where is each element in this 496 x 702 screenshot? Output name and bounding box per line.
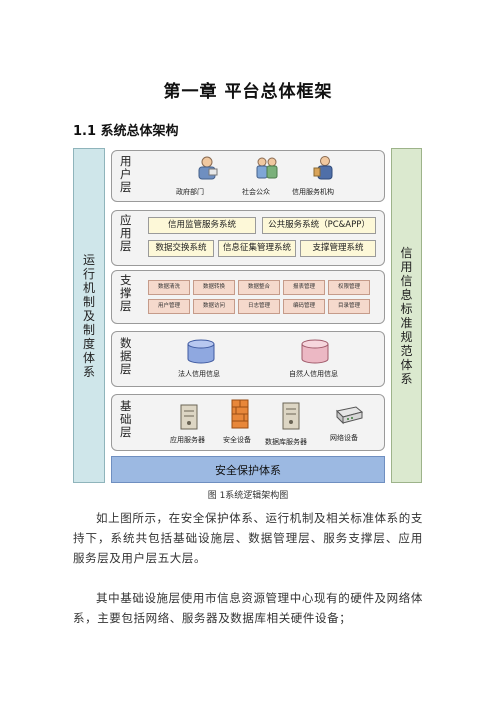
security-system-bar: 安全保护体系 [111,456,385,483]
support-item: 目录管理 [328,299,370,314]
figure-caption: 图 1系统逻辑架构图 [207,491,289,501]
app-server-icon [180,404,198,430]
standards-column: 信用信息标准规范体系 [391,148,422,483]
user-item: 社会公众 [242,188,270,196]
standards-label: 信用信息标准规范体系 [400,245,413,386]
support-item: 日志管理 [238,299,280,314]
support-item: 编码管理 [283,299,325,314]
data-exchange-system: 数据交换系统 [148,240,214,257]
user-layer-label: 用户层 [120,154,132,194]
data-item: 自然人信用信息 [289,370,338,378]
data-item: 法人信用信息 [178,370,220,378]
database-icon [301,339,329,364]
section-title: 1.1 系统总体架构 [73,124,179,139]
info-collection-system: 信息征集管理系统 [218,240,296,257]
infrastructure-layer: 基础层 应用服务器 安全 [111,394,385,451]
support-layer: 支撑层 数据清洗 数据转换 数据整合 报表管理 权限管理 用户管理 数据访问 日… [111,270,385,324]
db-server-icon [282,402,300,430]
application-layer: 应用层 信用监管服务系统 公共服务系统（PC&APP） 数据交换系统 信息征集管… [111,210,385,266]
firewall-icon [231,399,249,429]
support-item: 权限管理 [328,280,370,295]
support-item: 用户管理 [148,299,190,314]
infra-item: 应用服务器 [170,436,205,444]
public-icon [256,157,278,179]
infra-item: 网络设备 [330,434,358,442]
paragraph: 其中基础设施层使用市信息资源管理中心现有的硬件及网络体系，主要包括网络、服务器及… [73,591,423,625]
support-management-system: 支撑管理系统 [300,240,376,257]
database-icon [187,339,215,364]
infra-item: 安全设备 [223,436,251,444]
support-item: 数据整合 [238,280,280,295]
support-layer-label: 支撑层 [120,273,132,313]
support-item: 报表管理 [283,280,325,295]
credit-agency-icon [313,156,333,180]
public-service-system: 公共服务系统（PC&APP） [262,217,376,234]
support-item: 数据转换 [193,280,235,295]
government-icon [198,156,218,180]
support-item: 数据清洗 [148,280,190,295]
infrastructure-layer-label: 基础层 [120,399,132,439]
network-device-icon [335,406,364,425]
infra-item: 数据库服务器 [265,438,307,446]
credit-supervision-system: 信用监管服务系统 [148,217,256,234]
architecture-diagram: 运行机制及制度体系 信用信息标准规范体系 用户层 政府部门 社会公众 信用服务机… [73,148,422,483]
application-layer-label: 应用层 [120,213,132,253]
data-layer-label: 数据层 [120,336,132,376]
operation-mechanism-column: 运行机制及制度体系 [73,148,105,483]
user-item: 政府部门 [176,188,204,196]
operation-mechanism-label: 运行机制及制度体系 [82,252,95,379]
chapter-title: 第一章 平台总体框架 [163,82,333,102]
paragraph: 如上图所示，在安全保护体系、运行机制及相关标准体系的支持下，系统共包括基础设施层… [73,511,423,565]
support-item: 数据访问 [193,299,235,314]
user-item: 信用服务机构 [292,188,334,196]
data-layer: 数据层 法人信用信息 自然人信用信息 [111,331,385,387]
user-layer: 用户层 政府部门 社会公众 信用服务机构 [111,150,385,202]
